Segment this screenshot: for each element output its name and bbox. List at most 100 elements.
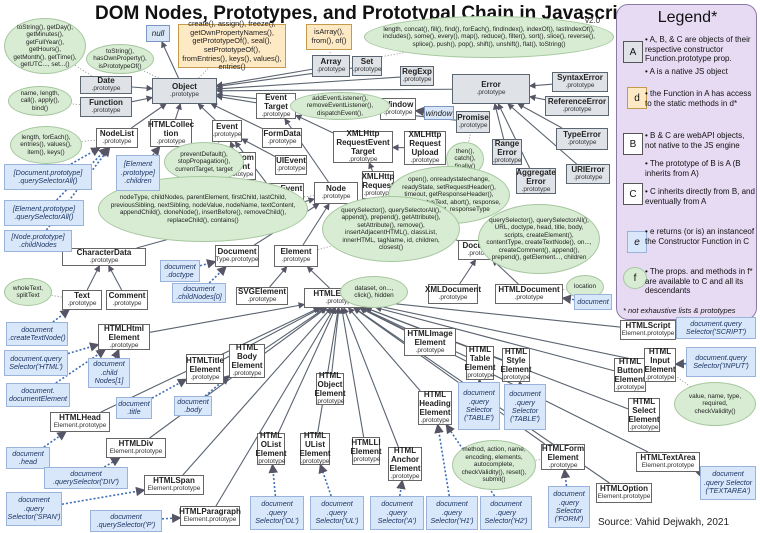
chain-link [317,306,341,434]
proto-name: XMLHttp Request [361,171,395,190]
proto-name: RegExp [402,67,432,77]
proto-name: XMLHttp Request Upload [408,130,442,158]
instance-doc: document [574,294,612,310]
chain-link [277,306,337,434]
proto-name: Event Target [264,92,288,111]
chain-link [131,95,154,103]
proto-box-object: Object.prototype [152,78,217,104]
instance-title: document .title [116,397,152,419]
proto-box-urierror: URIError.prototype [566,164,610,184]
props-cloud-element: querySelector(), querySelectorAll(), app… [322,196,460,262]
legend-item-7: • e returns (or is) an instanceof the Co… [645,227,755,246]
proto-name: HTMLDiv [118,439,154,449]
proto-suffix: .prototype [67,300,97,308]
proto-name: HTML Table Element [464,345,496,373]
proto-name: FormData [263,129,301,139]
legend-box-d: d [627,87,647,109]
legend-item-6: • C inherits directly from B, and eventu… [645,187,755,206]
chain-link [434,423,451,497]
proto-name: HTML Button Element [614,357,646,385]
proto-box-uievent: UIEvent.prototype [275,155,307,175]
chain-link [197,103,216,121]
proto-suffix: .prototype [467,250,497,258]
proto-suffix: .prototype [102,138,132,146]
proto-name: window [425,108,453,118]
instance-qs_a: document .query Selector('A') [370,496,424,530]
chain-link [368,161,375,172]
chain-link [560,468,571,487]
legend-box-e: e [627,231,647,253]
chain-link [161,41,180,79]
proto-name: Date [97,76,115,86]
proto-suffix: .prototype [420,417,450,425]
proto-box-htmlheading: HTML Heading Element.prototype [418,390,452,425]
chain-link [210,103,263,129]
instance-qs_style: document .query Selector ('TABLE') [504,384,546,430]
chain-link [374,299,621,328]
instance-qs_div: document .querySelector('DIV') [44,467,128,489]
proto-box-xhreventtarget: XMLHttp RequestEvent Target.prototype [333,129,393,163]
instance-el_qsa: [Element.prototype] .querySelectorAll() [4,200,84,226]
chain-link [318,463,332,497]
proto-box-array: Array.prototype [312,55,350,77]
proto-name: ReferenceError [547,97,607,107]
proto-suffix: .prototype [315,398,345,406]
instance-qs_table: document .query Selector ('TABLE') [458,382,500,430]
chain-link [131,103,167,129]
proto-box-htmlli: HTMLLI Element.prototype [350,437,382,465]
proto-suffix: .prototype [261,110,291,118]
proto-name: HTMLSpan [153,476,195,486]
proto-name: XMLDocument [425,285,481,295]
proto-name: HTMLForm Element [541,443,585,462]
chain-link [268,463,279,497]
proto-suffix: .prototype [562,106,592,114]
proto-name: HTML Style Element [500,347,532,375]
props-cloud-text: wholeText, splitText [4,278,52,306]
proto-name: HTML Heading Element [419,390,451,418]
chain-link [149,302,306,333]
proto-name: XMLHttp RequestEvent Target [336,129,390,157]
proto-box-htmlbody: HTML Body Element.prototype [229,343,265,378]
proto-name: Promise [457,113,489,123]
proto-name: HTML OList Element [255,431,287,459]
instance-qs_p: document .querySelector('P') [90,510,162,532]
chain-link [151,378,188,399]
proto-name: HTML Anchor Element [389,446,421,474]
chain-link [150,145,161,157]
chain-link [302,203,330,246]
proto-suffix: .prototype [514,294,544,302]
chain-link [67,342,100,355]
proto-suffix: Element.prototype [597,493,651,501]
proto-name: Text [74,291,90,301]
proto-name: HTMLCollec tion [147,119,195,138]
proto-name: HTML Select Element [628,397,660,425]
member-link [39,100,107,108]
chain-link [561,294,575,305]
proto-suffix: .prototype [321,193,351,201]
proto-suffix: .prototype [276,165,306,173]
proto-name: Object [172,82,197,92]
instance-qs_form: document .query Selector ('FORM') [548,486,590,528]
proto-box-htmlimage: HTMLImage Element.prototype [404,328,456,356]
proto-suffix: Element.prototype [53,422,107,430]
chain-link [215,307,335,507]
legend-item-5: • The prototype of B is A (B inherits fr… [645,159,741,178]
proto-name: CharacterData [76,248,132,258]
proto-name: Event [216,122,238,132]
proto-box-htmlanchor: HTML Anchor Element.prototype [388,446,422,481]
instance-qs_html: document.query Selector('HTML') [4,350,68,376]
proto-name: Element [280,247,312,257]
proto-suffix: .prototype [415,346,445,354]
chain-link [215,93,257,104]
proto-box-aggregateerror: Aggregate Error.prototype [516,168,556,194]
proto-suffix: Type.prototype [215,256,259,264]
proto-name: null [151,29,165,38]
proto-box-svgelement: SVGElement.prototype [236,287,288,305]
proto-name: HTMLParagraph [179,507,241,517]
instance-qs_ul: document .query Selector('UL') [310,496,364,530]
instance-qs_h1: document .query Selector('H1') [426,496,478,530]
proto-suffix: Element.prototype [641,462,695,470]
